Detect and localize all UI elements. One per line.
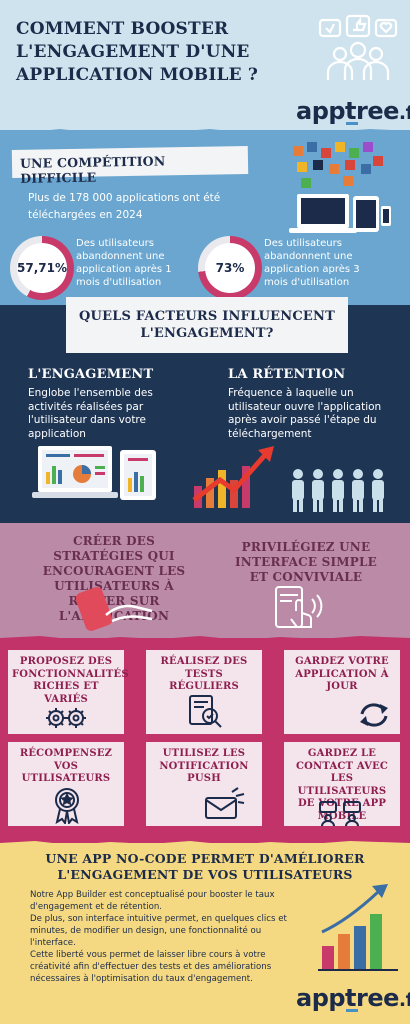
competition-title: UNE COMPÉTITION DIFFICILE	[11, 145, 249, 186]
tip-card-update: GARDEZ VOTRE APPLICATION À JOUR	[284, 650, 400, 734]
retention-title: LA RÉTENTION	[228, 367, 346, 382]
footer-title: UNE APP NO-CODE PERMET D'AMÉLIORER L'ENG…	[45, 851, 365, 882]
strategies-section	[0, 523, 410, 638]
engagement-title: L'ENGAGEMENT	[28, 367, 154, 382]
laptop-dashboard-icon	[32, 446, 156, 500]
devices-apps-icon	[289, 142, 391, 233]
brand-underline	[346, 122, 358, 125]
stat-label-1: Des utilisateurs abandonnent une applica…	[76, 238, 172, 288]
tip-title: RÉALISEZ DES TESTS RÉGULIERS	[160, 656, 248, 692]
users-group-icon	[292, 469, 384, 512]
stat-label-2: Des utilisateurs abandonnent une applica…	[264, 238, 360, 288]
brand-logo-top[interactable]: apptree.fr	[296, 97, 410, 125]
footer-paragraph-2: De plus, son interface intuitive permet,…	[30, 914, 287, 948]
stat-value-1: 57,71%	[17, 243, 67, 293]
tip-card-tests: RÉALISEZ DES TESTS RÉGULIERS	[146, 650, 262, 734]
main-title: COMMENT BOOSTER L'ENGAGEMENT D'UNE APPLI…	[16, 19, 259, 85]
footer-paragraph-1: Notre App Builder est conceptualisé pour…	[30, 890, 275, 912]
retention-text: Fréquence à laquelle un utilisateur ouvr…	[228, 387, 382, 440]
phone-hand-icon	[76, 587, 153, 631]
competition-text: Plus de 178 000 applications ont été tél…	[28, 192, 221, 221]
tip-card-features: PROPOSEZ DES FONCTIONNALITÉS RICHES ET V…	[8, 650, 129, 734]
stat-donut-1: 57,71%	[10, 236, 74, 300]
tip-card-rewards: RÉCOMPENSEZ VOS UTILISATEURS	[8, 742, 124, 826]
engagement-text: Englobe l'ensemble des activités réalisé…	[28, 387, 153, 440]
torn-edge	[0, 636, 410, 643]
stat-donut-2: 73%	[198, 236, 262, 300]
tip-title: GARDEZ VOTRE APPLICATION À JOUR	[295, 656, 389, 692]
strategy-right-title: PRIVILÉGIEZ UNE INTERFACE SIMPLE ET CONV…	[234, 540, 377, 584]
refresh-icon	[360, 703, 388, 727]
stat-value-2: 73%	[205, 243, 255, 293]
header-section	[0, 0, 410, 140]
mail-notification-icon	[205, 787, 245, 819]
gears-icon	[46, 708, 86, 728]
torn-edge	[0, 841, 410, 848]
tip-title: GARDEZ LE CONTACT AVEC LES UTILISATEURS …	[295, 748, 389, 822]
footer-text: Notre App Builder est conceptualisé pour…	[30, 889, 302, 985]
test-search-icon	[189, 695, 222, 728]
footer-paragraph-3: Cette liberté vous permet de laisser lib…	[30, 950, 272, 984]
factors-banner: QUELS FACTEURS INFLUENCENT L'ENGAGEMENT?	[66, 297, 348, 353]
brand-underline	[346, 1009, 358, 1012]
touch-interface-icon	[275, 586, 323, 628]
brand-logo-bottom[interactable]: apptree.fr	[296, 984, 410, 1012]
award-icon	[55, 788, 79, 824]
torn-edge	[0, 129, 410, 136]
tip-card-contact: GARDEZ LE CONTACT AVEC LES UTILISATEURS …	[284, 742, 400, 826]
tip-card-push: UTILISEZ LES NOTIFICATION PUSH	[146, 742, 262, 826]
chat-users-icon	[319, 801, 361, 826]
social-people-icon	[318, 14, 398, 80]
bar-chart-icon	[318, 884, 398, 971]
growth-chart-icon	[192, 446, 274, 508]
tip-title: PROPOSEZ DES FONCTIONNALITÉS RICHES ET V…	[12, 656, 129, 705]
tip-title: UTILISEZ LES NOTIFICATION PUSH	[159, 748, 249, 784]
tip-title: RÉCOMPENSEZ VOS UTILISATEURS	[19, 748, 113, 784]
footer-section	[0, 843, 410, 1024]
